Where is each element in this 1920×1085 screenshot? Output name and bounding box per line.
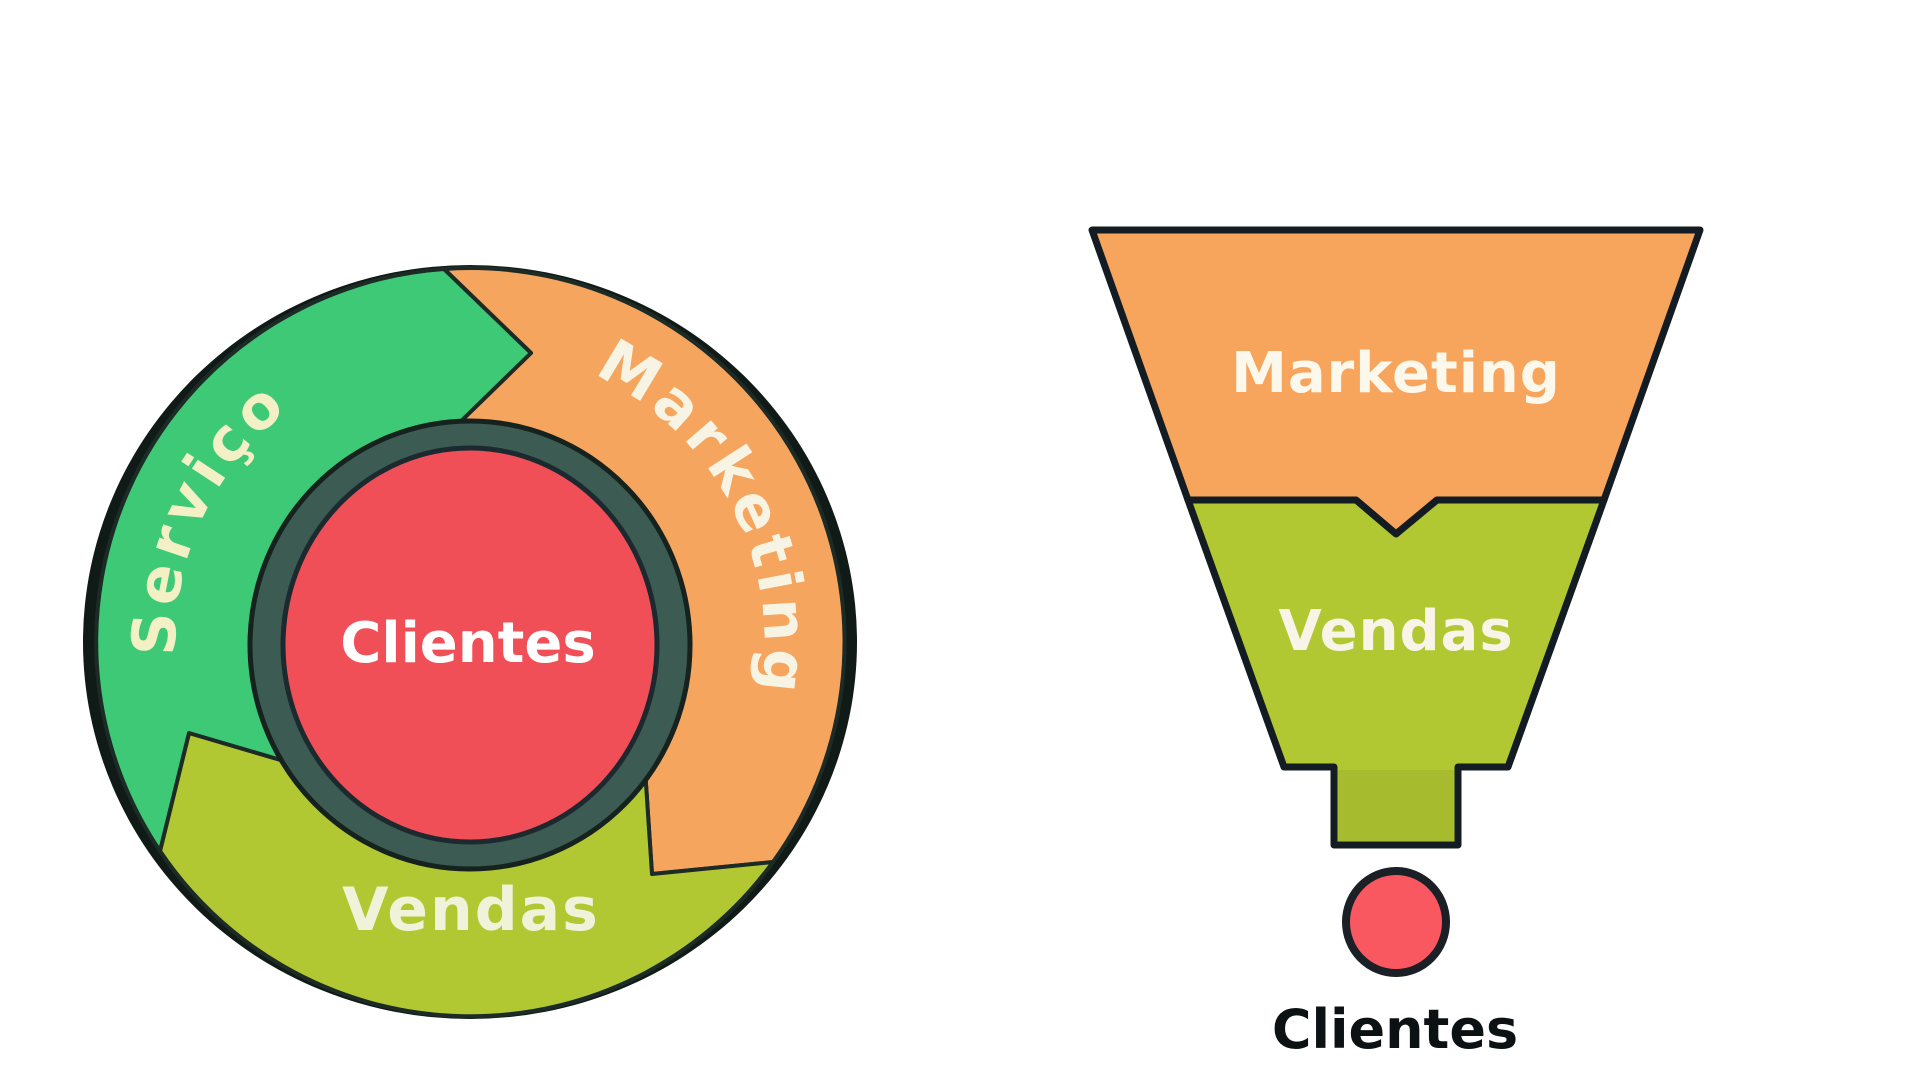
funnel-outlet-label: Clientes — [1272, 998, 1518, 1061]
flywheel-diagram: Marketing Serviço Vendas Clientes — [83, 265, 857, 1019]
funnel-label-marketing: Marketing — [1231, 341, 1561, 406]
flywheel-label-vendas: Vendas — [342, 875, 600, 945]
funnel-diagram: Marketing Vendas Clientes — [1088, 226, 1704, 1061]
flywheel-hub-label: Clientes — [340, 611, 595, 676]
flywheel-hub — [280, 445, 660, 845]
funnel-stage-vendas — [1184, 496, 1608, 849]
funnel-output-drop — [1342, 867, 1450, 977]
funnel-label-vendas: Vendas — [1278, 599, 1513, 664]
funnel-spout-shade — [1338, 770, 1454, 842]
